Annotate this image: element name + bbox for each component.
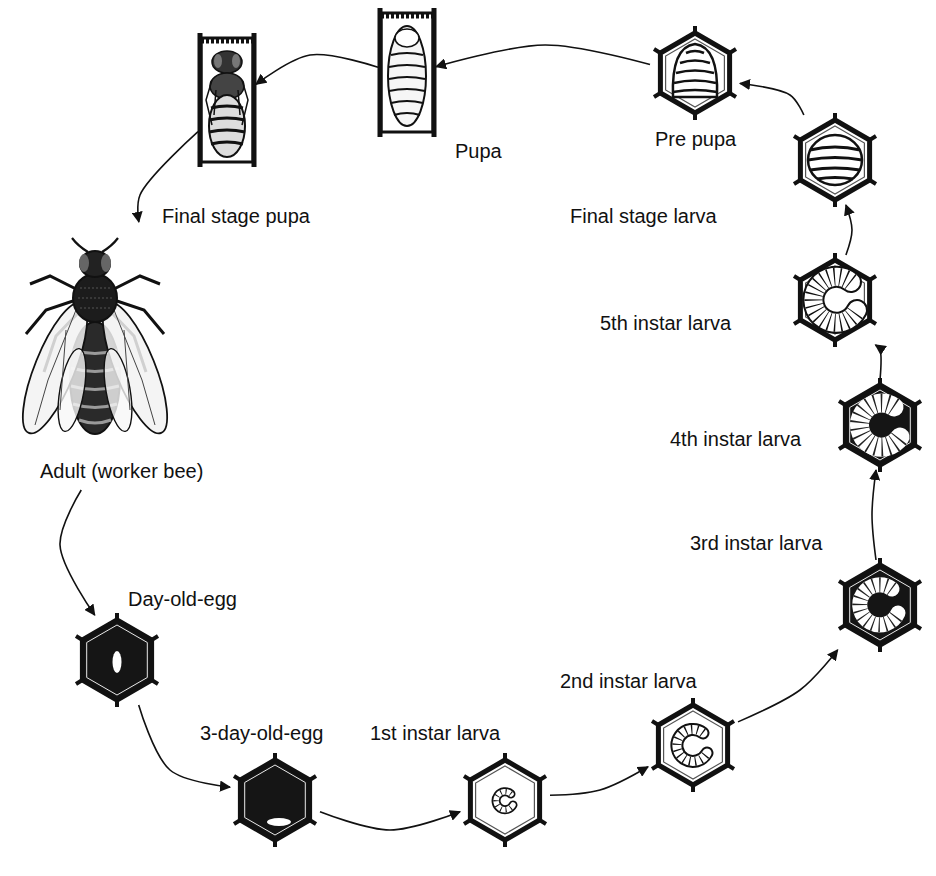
egg-cell (76, 613, 158, 707)
stage-label: Final stage pupa (162, 205, 310, 228)
egg-cell (234, 753, 316, 847)
larva-cell (808, 135, 862, 185)
cycle-arrow (740, 83, 804, 115)
larva-cell (496, 792, 513, 810)
cycle-arrow (60, 490, 95, 615)
stage-label: Adult (worker bee) (40, 460, 203, 483)
stage-node: 5th instar larva (790, 255, 880, 345)
cycle-arrow (876, 345, 881, 380)
worker-bee (73, 274, 117, 322)
larva-cell (839, 558, 921, 652)
stage-label: 5th instar larva (600, 312, 731, 335)
larva-cell (496, 792, 513, 810)
larva-cell (813, 277, 857, 323)
larva-cell (839, 378, 921, 472)
cycle-arrow (872, 470, 876, 560)
pupa-cell (212, 51, 242, 73)
stage-label: 1st instar larva (370, 722, 500, 745)
larva-cell (652, 698, 734, 792)
cycle-arrow (846, 205, 852, 255)
stage-node: Pre pupa (650, 28, 740, 118)
cycle-arrow (436, 45, 650, 67)
pupa-cell (395, 29, 419, 47)
pupa-cell (200, 33, 254, 167)
cycle-arrow (550, 767, 648, 795)
cycle-arrow (139, 705, 230, 787)
larva-cell (794, 113, 876, 207)
worker-bee (80, 251, 110, 277)
larva-cell (860, 585, 898, 625)
larva-cell (677, 729, 707, 761)
pupa-cell (232, 54, 240, 68)
larva-cell (794, 253, 876, 347)
stage-label: Day-old-egg (128, 588, 237, 611)
larva-cell (464, 753, 546, 847)
stage-node: 3rd instar larva (835, 560, 925, 650)
larva-cell (859, 403, 900, 447)
worker-bee (78, 288, 112, 308)
cycle-arrow (738, 650, 838, 722)
larva-cell (677, 729, 707, 761)
stage-label: Pupa (455, 140, 502, 163)
larva-cell (794, 253, 876, 347)
pupa-cell (381, 13, 433, 132)
pupa-cell (200, 33, 254, 167)
stage-label: 3rd instar larva (690, 532, 822, 555)
stage-node: 1st instar larva (460, 755, 550, 845)
egg-cell (113, 651, 122, 673)
stage-node: Pupa (378, 10, 436, 135)
larva-cell (813, 277, 857, 323)
larva-cell (464, 753, 546, 847)
pupa-cell (389, 53, 425, 115)
cycle-arrow (320, 812, 460, 830)
stage-node: 4th instar larva (835, 380, 925, 470)
worker-bee (53, 347, 91, 434)
pupa-cell (214, 54, 222, 68)
pupa-cell (201, 38, 253, 162)
larva-cell (808, 147, 862, 179)
worker-bee (72, 238, 118, 252)
pupa-cell (380, 8, 434, 137)
worker-bee (101, 254, 111, 272)
stage-label: 3-day-old-egg (200, 722, 323, 745)
prepupa-cell (654, 26, 736, 120)
larva-cell (839, 378, 921, 472)
stage-node: 2nd instar larva (648, 700, 738, 790)
stage-label: 2nd instar larva (560, 670, 697, 693)
prepupa-cell (673, 44, 717, 97)
prepupa-cell (673, 51, 717, 92)
stage-node: Day-old-egg (72, 615, 162, 705)
worker-bee (99, 347, 137, 434)
larva-cell (839, 558, 921, 652)
larva-cell (813, 277, 857, 323)
egg-cell (234, 753, 316, 847)
stage-node: 3-day-old-egg (230, 755, 320, 845)
worker-bee (10, 238, 180, 440)
stage-label: Final stage larva (570, 205, 717, 228)
stage-node: Final stage larva (790, 115, 880, 205)
worker-bee (79, 254, 89, 272)
stage-node: Adult (worker bee) (8, 222, 258, 490)
larva-cell (860, 585, 898, 625)
larva-cell (652, 698, 734, 792)
larva-cell (496, 792, 513, 810)
pupa-cell (201, 39, 253, 44)
pupa-cell (380, 8, 434, 137)
stage-node: Final stage pupa (198, 35, 256, 165)
egg-cell (267, 818, 291, 826)
cycle-arrow (256, 55, 378, 85)
egg-cell (76, 613, 158, 707)
larva-cell (794, 113, 876, 207)
stage-label: Pre pupa (655, 128, 736, 151)
larva-cell (859, 403, 900, 447)
larva-cell (677, 729, 707, 761)
stage-label: 4th instar larva (670, 428, 801, 451)
pupa-cell (206, 80, 248, 125)
pupa-cell (381, 14, 433, 19)
pupa-cell (388, 26, 426, 126)
prepupa-cell (654, 26, 736, 120)
